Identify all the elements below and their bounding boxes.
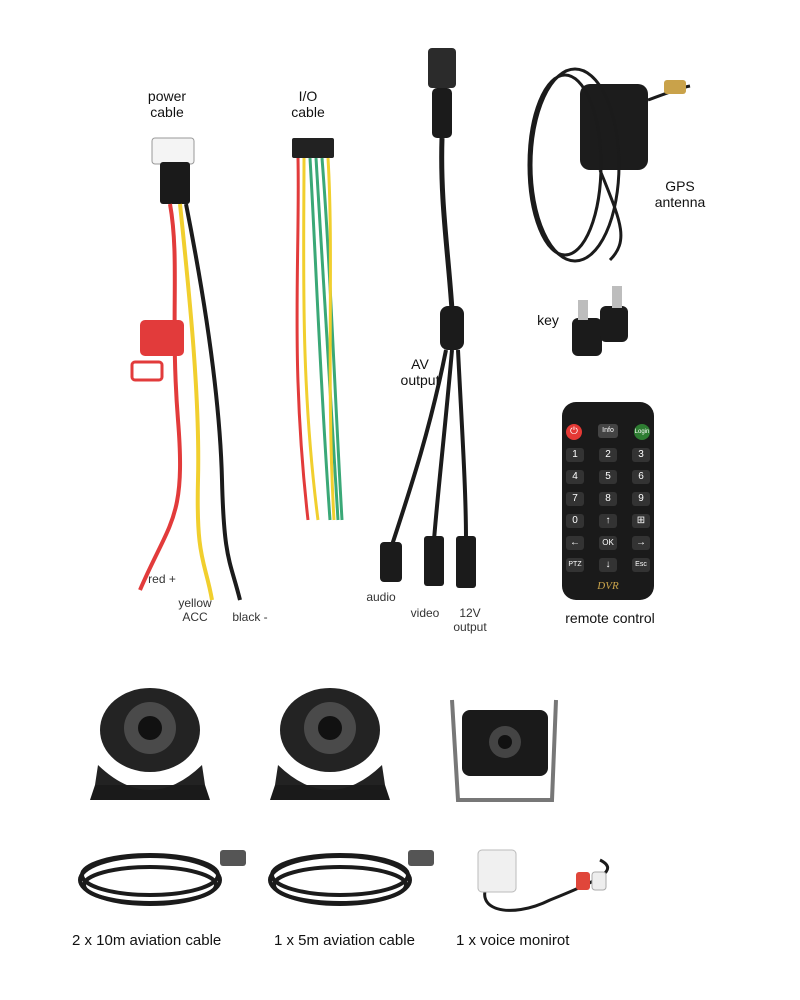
- remote-control-label: remote control: [565, 610, 655, 626]
- key-5: 5: [599, 470, 617, 484]
- voice-monitor: [477, 849, 609, 912]
- grid-button: ⊞: [632, 514, 650, 528]
- info-button: Info: [598, 424, 618, 438]
- up-arrow-button: ↑: [599, 514, 617, 528]
- key-label: key: [537, 312, 559, 328]
- ptz-button: PTZ: [566, 558, 584, 572]
- gps-antenna-label: GPS antenna: [654, 178, 706, 210]
- power-cable-label: power cable: [147, 88, 187, 120]
- audio-label: audio: [366, 590, 396, 604]
- key-8: 8: [599, 492, 617, 506]
- key-0: 0: [566, 514, 584, 528]
- left-arrow-button: ←: [566, 536, 584, 550]
- caption-voice-monitor: 1 x voice monirot: [456, 932, 570, 949]
- key-7: 7: [566, 492, 584, 506]
- key-illustration: [572, 286, 628, 356]
- remote-keypad: ⏻ Info Login 1 2 3 4 5 6 7 8 9 0 ↑ ⊞ ← O…: [566, 424, 650, 592]
- power-button: ⏻: [566, 424, 582, 440]
- key-3: 3: [632, 448, 650, 462]
- login-button: Login: [634, 424, 650, 440]
- gps-antenna-illustration: [527, 67, 691, 263]
- aviation-cable-5m: [268, 850, 434, 906]
- video-label: video: [410, 606, 440, 620]
- rear-camera: [450, 699, 558, 802]
- black-minus-label: black -: [232, 610, 268, 624]
- yellow-acc-label: yellow ACC: [178, 596, 212, 624]
- ok-button: OK: [599, 536, 617, 550]
- io-cable-label: I/O cable: [291, 88, 325, 120]
- 12v-output-label: 12V output: [453, 606, 487, 634]
- aviation-cable-10m: [78, 850, 246, 906]
- av-cable-illustration: [380, 48, 476, 588]
- io-cable-illustration: [292, 138, 344, 521]
- key-6: 6: [632, 470, 650, 484]
- esc-button: Esc: [632, 558, 650, 572]
- dome-camera-1: [90, 688, 210, 800]
- key-9: 9: [632, 492, 650, 506]
- key-2: 2: [599, 448, 617, 462]
- remote-brand: DVR: [597, 580, 619, 592]
- power-cable-illustration: [130, 137, 242, 601]
- av-output-label: AV output: [400, 356, 440, 388]
- right-arrow-button: →: [632, 536, 650, 550]
- caption-10m-cable: 2 x 10m aviation cable: [72, 932, 222, 949]
- down-arrow-button: ↓: [599, 558, 617, 572]
- key-4: 4: [566, 470, 584, 484]
- red-plus-label: red +: [148, 572, 176, 586]
- dome-camera-2: [270, 688, 390, 800]
- caption-5m-cable: 1 x 5m aviation cable: [274, 932, 415, 949]
- key-1: 1: [566, 448, 584, 462]
